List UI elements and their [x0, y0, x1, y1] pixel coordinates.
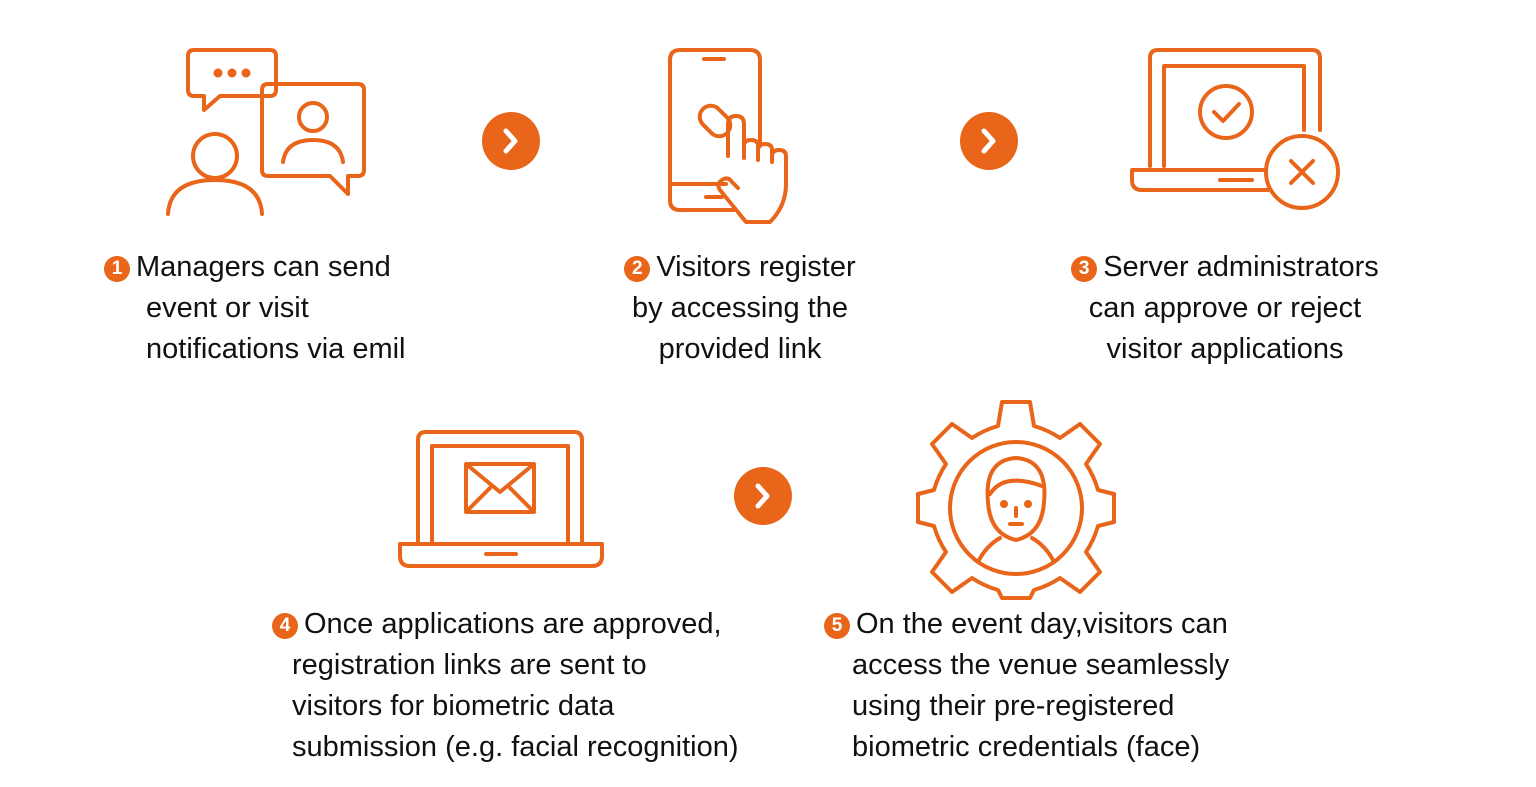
step-number-badge: 2	[624, 256, 651, 282]
chevron-right-icon	[482, 112, 540, 170]
caption-line: event or visit	[146, 292, 309, 324]
caption-line: Managers can send	[136, 251, 391, 283]
caption-line: registration links are sent to	[292, 649, 647, 681]
step-number-badge: 1	[104, 256, 130, 282]
caption-line: notifications via emil	[146, 333, 406, 365]
chevron-right-icon	[960, 112, 1018, 170]
caption-line: access the venue seamlessly	[852, 649, 1230, 681]
chevron-right-icon	[734, 467, 792, 525]
caption-line: by accessing the	[631, 292, 848, 324]
laptop-mail-icon	[398, 430, 604, 570]
step-number-badge: 3	[1071, 256, 1098, 282]
caption-line: biometric credentials (face)	[852, 731, 1201, 763]
caption-line: provided link	[658, 333, 822, 365]
caption-line: Once applications are approved,	[304, 608, 722, 640]
caption-line: using their pre-registered	[852, 690, 1175, 722]
caption-line: submission (e.g. facial recognition)	[292, 731, 739, 763]
caption-line: visitor applications	[1106, 333, 1344, 365]
gear-face-icon	[914, 398, 1118, 602]
caption-line: On the event day,visitors can	[856, 608, 1228, 640]
phone-tap-link-icon	[666, 46, 802, 228]
step-number-badge: 4	[272, 613, 298, 639]
caption-line: Server administrators	[1103, 251, 1379, 283]
caption-line: can approve or reject	[1088, 292, 1362, 324]
caption-line: Visitors register	[656, 251, 856, 283]
chat-users-icon	[160, 44, 375, 224]
laptop-approve-reject-icon	[1128, 46, 1344, 212]
step-number-badge: 5	[824, 613, 850, 639]
caption-line: visitors for biometric data	[292, 690, 615, 722]
